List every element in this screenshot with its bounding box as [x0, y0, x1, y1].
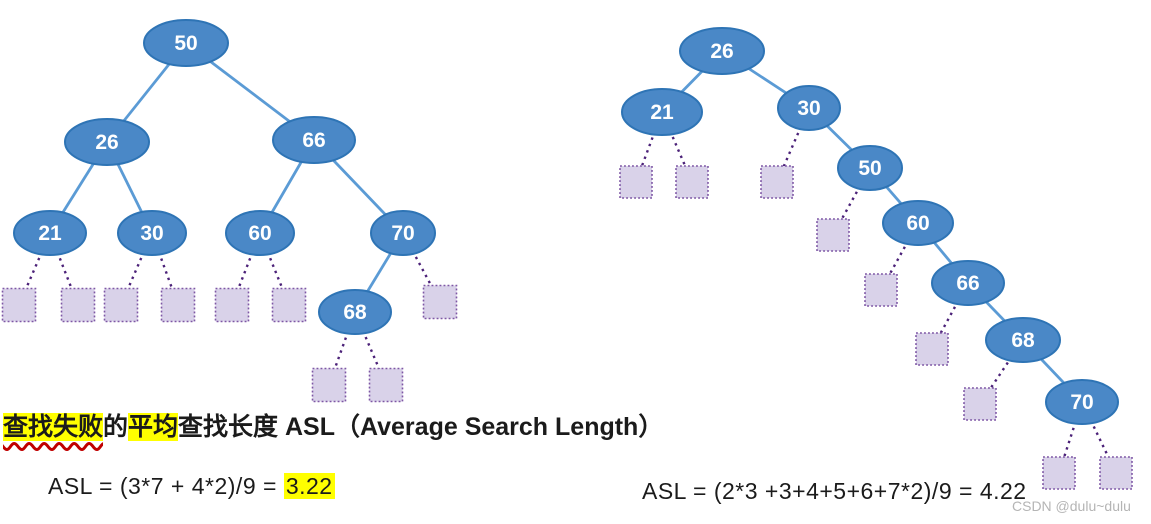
tree-node-label-21: 21 [650, 101, 674, 124]
fail-node-degenerate-bst-6 [963, 387, 997, 421]
tree-node-66 [272, 116, 356, 164]
tree-node-label-30: 30 [140, 222, 163, 245]
tree-node-66 [931, 260, 1005, 306]
fail-node-degenerate-bst-8 [1099, 456, 1133, 490]
tree-node-50 [837, 145, 903, 191]
tree-node-label-60: 60 [248, 222, 271, 245]
tree-node-label-26: 26 [710, 40, 733, 63]
fail-node-degenerate-bst-2 [760, 165, 794, 199]
fail-node-balanced-bst-7 [311, 367, 347, 403]
tree-node-50 [143, 19, 229, 67]
caption-segment: ASL（Average Search Length） [285, 413, 664, 441]
fail-node-degenerate-bst-5 [915, 332, 949, 366]
tree-node-label-66: 66 [956, 272, 979, 295]
asl-formula-balanced: ASL = (3*7 + 4*2)/9 = 3.22 [48, 473, 335, 500]
tree-node-60 [225, 210, 295, 256]
asl-formula-right-text: ASL = (2*3 +3+4+5+6+7*2)/9 = 4.22 [642, 478, 1027, 504]
tree-node-21 [13, 210, 87, 256]
tree-node-68 [318, 289, 392, 335]
tree-node-label-70: 70 [391, 222, 414, 245]
tree-node-label-50: 50 [174, 32, 197, 55]
tree-node-30 [117, 210, 187, 256]
tree-node-70 [1045, 379, 1119, 425]
tree-node-label-70: 70 [1070, 391, 1093, 414]
fail-node-degenerate-bst-7 [1042, 456, 1076, 490]
tree-node-21 [621, 88, 703, 136]
caption-segment: 的 [103, 413, 129, 441]
tree-node-label-30: 30 [797, 97, 820, 120]
tree-node-label-60: 60 [906, 212, 929, 235]
tree-node-70 [370, 210, 436, 256]
tree-node-60 [882, 200, 954, 246]
fail-node-balanced-bst-4 [214, 287, 250, 323]
caption-segment: 查找长度 [178, 413, 285, 441]
tree-node-label-21: 21 [38, 222, 62, 245]
tree-node-68 [985, 317, 1061, 363]
tree-node-label-50: 50 [858, 157, 881, 180]
caption-segment: 平均 [128, 413, 179, 441]
tree-node-label-66: 66 [302, 129, 325, 152]
fail-node-balanced-bst-3 [160, 287, 196, 323]
caption-average-search-length: 查找失败的平均查找长度 ASL（Average Search Length） [3, 407, 663, 443]
tree-node-30 [777, 85, 841, 131]
tree-balanced-bst: 50 26 66 21 30 60 70 68 [1, 19, 458, 403]
csdn-watermark: CSDN @dulu~dulu [1012, 498, 1131, 514]
tree-node-26 [679, 27, 765, 75]
fail-node-balanced-bst-2 [103, 287, 139, 323]
tree-degenerate-bst: 26 21 30 50 60 66 68 70 [619, 27, 1133, 490]
asl-formula-left-text: ASL = (3*7 + 4*2)/9 = [48, 473, 284, 499]
fail-node-balanced-bst-0 [1, 287, 37, 323]
asl-formula-degenerate: ASL = (2*3 +3+4+5+6+7*2)/9 = 4.22 [642, 478, 1027, 505]
fail-node-balanced-bst-6 [422, 284, 458, 320]
fail-node-degenerate-bst-0 [619, 165, 653, 199]
tree-node-label-68: 68 [343, 301, 367, 324]
tree-node-26 [64, 118, 150, 166]
tree-node-label-68: 68 [1011, 329, 1035, 352]
caption-segment: 查找失败 [3, 413, 104, 441]
fail-node-degenerate-bst-4 [864, 273, 898, 307]
tree-node-label-26: 26 [95, 131, 118, 154]
asl-result-highlight: 3.22 [283, 473, 335, 499]
fail-node-balanced-bst-8 [368, 367, 404, 403]
fail-node-degenerate-bst-1 [675, 165, 709, 199]
fail-node-balanced-bst-5 [271, 287, 307, 323]
fail-node-balanced-bst-1 [60, 287, 96, 323]
fail-node-degenerate-bst-3 [816, 218, 850, 252]
